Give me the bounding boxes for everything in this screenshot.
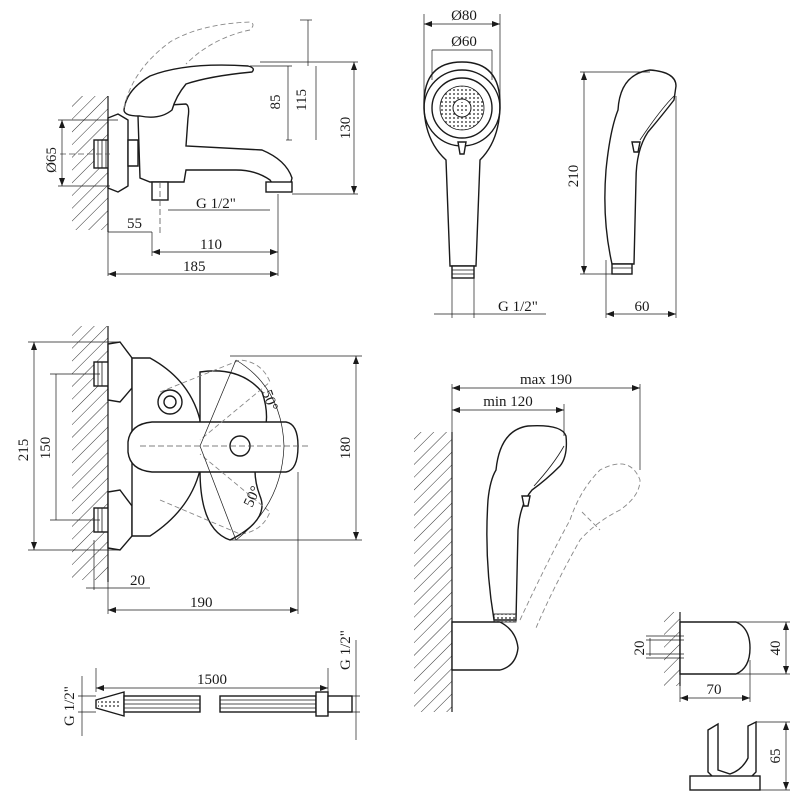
dim-85: 85: [268, 95, 284, 110]
bracket-detail-view: 20 40 70 65: [632, 612, 790, 791]
mixer-front-view: 215 150 180 50° 50° 20 190: [16, 326, 362, 614]
dim-130: 130: [338, 117, 354, 140]
dim-1500: 1500: [197, 672, 227, 688]
dim-d60: Ø60: [451, 34, 477, 50]
angle-50-top: 50°: [258, 388, 280, 413]
dim-d65: Ø65: [44, 147, 60, 173]
dim-g-hose-left: G 1/2": [62, 686, 78, 726]
lever-ghost-down: [159, 453, 271, 535]
shower-head-mounted: [486, 425, 568, 621]
dim-150: 150: [38, 437, 54, 460]
shower-head-front-view: Ø80 Ø60 G 1/2": [423, 8, 546, 318]
handle-thread: [451, 265, 475, 279]
dim-115: 115: [294, 89, 310, 111]
dim-210: 210: [566, 165, 582, 188]
dim-g-hand: G 1/2": [498, 299, 538, 315]
shower-hose-view: G 1/2" 1500 G 1/2": [62, 630, 360, 740]
dim-55: 55: [127, 216, 142, 232]
flange: [107, 113, 129, 193]
shower-head-side-view: 210 60: [566, 69, 677, 318]
dim-185: 185: [183, 259, 206, 275]
wall-hatch-holder: [414, 432, 452, 712]
shower-side-body: [604, 69, 677, 265]
dim-max190: max 190: [520, 372, 572, 388]
dim-d80: Ø80: [451, 8, 477, 24]
dim-20: 20: [130, 573, 145, 589]
mixer-side-view: Ø65 85 115 130 G 1/2" 55 110 185: [44, 19, 358, 276]
dim-min120: min 120: [483, 394, 533, 410]
dim-20-bracket: 20: [632, 641, 648, 656]
shower-head-tilted-ghost: [519, 463, 641, 629]
diverter-knob: [157, 389, 183, 415]
dim-110: 110: [200, 237, 222, 253]
dim-215: 215: [16, 439, 32, 462]
arrowheads: [31, 21, 789, 790]
mixer-handle: [123, 64, 255, 118]
dim-40: 40: [768, 641, 784, 656]
spout-nozzle: [265, 181, 293, 193]
bracket-front: [707, 720, 757, 781]
dim-60-side: 60: [635, 299, 650, 315]
bracket-base: [689, 775, 761, 791]
handle-ghost: [123, 21, 254, 109]
dim-70: 70: [707, 682, 722, 698]
shower-face-inner: [431, 77, 493, 139]
hose-right-nut: [327, 695, 353, 713]
dim-190: 190: [190, 595, 213, 611]
dim-g-spout: G 1/2": [196, 196, 236, 212]
dimension-lines: [58, 19, 358, 276]
lever-ghost-up: [159, 359, 271, 441]
holder-installation-view: max 190 min 120: [414, 372, 641, 712]
dim-65: 65: [768, 749, 784, 764]
bracket-side: [679, 621, 751, 675]
dim-g-hose-right: G 1/2": [338, 630, 354, 670]
dim-180: 180: [338, 437, 354, 460]
wall-holder: [451, 621, 519, 671]
